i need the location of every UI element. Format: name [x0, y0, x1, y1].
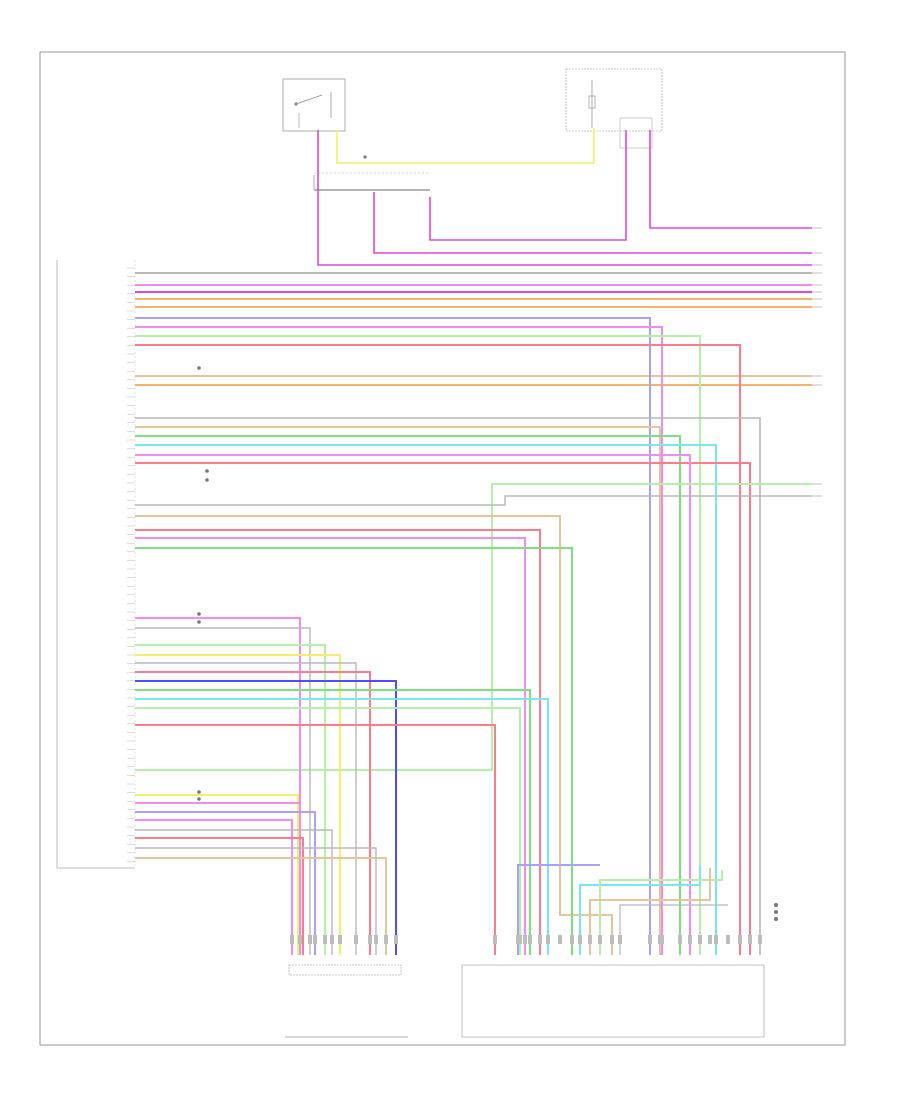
- connector-pin: [588, 935, 592, 944]
- wire-v-green2: [135, 435, 681, 955]
- connector-pin: [308, 935, 312, 944]
- connector-pin: [570, 935, 574, 944]
- connector-pin: [738, 935, 742, 944]
- wire-v-gray1: [135, 417, 761, 955]
- connector-pin: [748, 935, 752, 944]
- pin-labels: [127, 227, 822, 944]
- connector-pin: [523, 935, 527, 944]
- wire-harness: [135, 128, 812, 955]
- connector-pin: [714, 935, 718, 944]
- connector-pin: [726, 935, 730, 944]
- wire-l-green1: [135, 644, 326, 955]
- wire-v-green1: [135, 335, 701, 955]
- wire-l-gray1: [135, 627, 311, 955]
- connector-pin: [618, 935, 622, 944]
- connector-pin: [323, 935, 327, 944]
- wire-l-pink1: [135, 617, 301, 955]
- connector-pin: [538, 935, 542, 944]
- wire-v-red3: [135, 529, 541, 955]
- connector-pin: [758, 935, 762, 944]
- wire-v-pink2: [135, 326, 663, 955]
- wire-v-green4: [135, 547, 573, 955]
- wire-m-violet: [517, 864, 600, 955]
- wire-top-pink-d: [649, 130, 812, 229]
- wire-l-blue: [135, 680, 397, 955]
- connector-strip: [314, 172, 430, 191]
- connector-pin: [338, 935, 342, 944]
- connector-pin: [648, 935, 652, 944]
- wire-m-orange: [589, 868, 711, 955]
- wire-v-green3: [135, 483, 812, 771]
- wire-v-red1: [135, 344, 741, 955]
- connector-pin: [678, 935, 682, 944]
- wire-m-cyan: [579, 866, 701, 955]
- wire-l-yellow2: [135, 794, 299, 955]
- connector-pin: [598, 935, 602, 944]
- wire-l-gray3: [135, 829, 333, 955]
- connector-pin: [290, 935, 294, 944]
- wire-l-lime: [135, 707, 521, 955]
- connector-pin: [610, 935, 614, 944]
- connector-pin: [698, 935, 702, 944]
- wire-v-violet: [135, 317, 651, 955]
- wire-l-red2: [135, 724, 496, 955]
- connector-pin: [354, 935, 358, 944]
- wire-v-red2: [135, 462, 751, 955]
- relay-component: [282, 78, 346, 132]
- connector-pin: [394, 935, 398, 944]
- connector-pin: [528, 935, 532, 944]
- wire-top-pink-b: [373, 192, 812, 254]
- connector-pin: [313, 935, 317, 944]
- wire-v-cyan1: [135, 444, 717, 955]
- wire-top-pink-c: [429, 130, 627, 241]
- wire-l-violet: [135, 811, 316, 955]
- wire-l-cyan: [135, 698, 549, 955]
- wire-v-orange2: [135, 515, 613, 955]
- bottom-connectors: [285, 964, 765, 1038]
- connector-pin: [688, 935, 692, 944]
- connector-pin: [330, 935, 334, 944]
- wire-top-pink-a: [317, 130, 812, 266]
- wire-v-pink3: [135, 454, 691, 955]
- wire-l-gray4: [135, 847, 377, 955]
- wire-l-yellow1: [135, 654, 341, 955]
- connector-pin: [708, 935, 712, 944]
- connector-pin: [374, 935, 378, 944]
- ground-symbols: [197, 155, 778, 921]
- connector-pin: [578, 935, 582, 944]
- audio-unit-module: [56, 260, 136, 869]
- connector-pin: [558, 935, 562, 944]
- connector-pin: [368, 935, 372, 944]
- wire-top-yellow: [336, 128, 595, 164]
- connector-pin: [546, 935, 550, 944]
- wire-v-gray2: [135, 495, 812, 506]
- wire-l-red3: [135, 837, 304, 955]
- connector-pin: [660, 935, 664, 944]
- fuse-box-component: [565, 68, 663, 149]
- connector-pin: [384, 935, 388, 944]
- diagram-frame: [39, 51, 846, 1046]
- wire-v-tan1: [135, 426, 661, 955]
- connector-pin: [298, 935, 302, 944]
- wire-l-red1: [135, 671, 371, 955]
- wire-m-lime: [599, 870, 723, 955]
- connector-pin: [518, 935, 522, 944]
- wire-l-pink3: [135, 819, 293, 955]
- wire-l-tan: [135, 857, 387, 955]
- wire-v-pink4: [135, 537, 526, 955]
- connector-pin: [493, 935, 497, 944]
- wire-l-green2: [135, 689, 531, 955]
